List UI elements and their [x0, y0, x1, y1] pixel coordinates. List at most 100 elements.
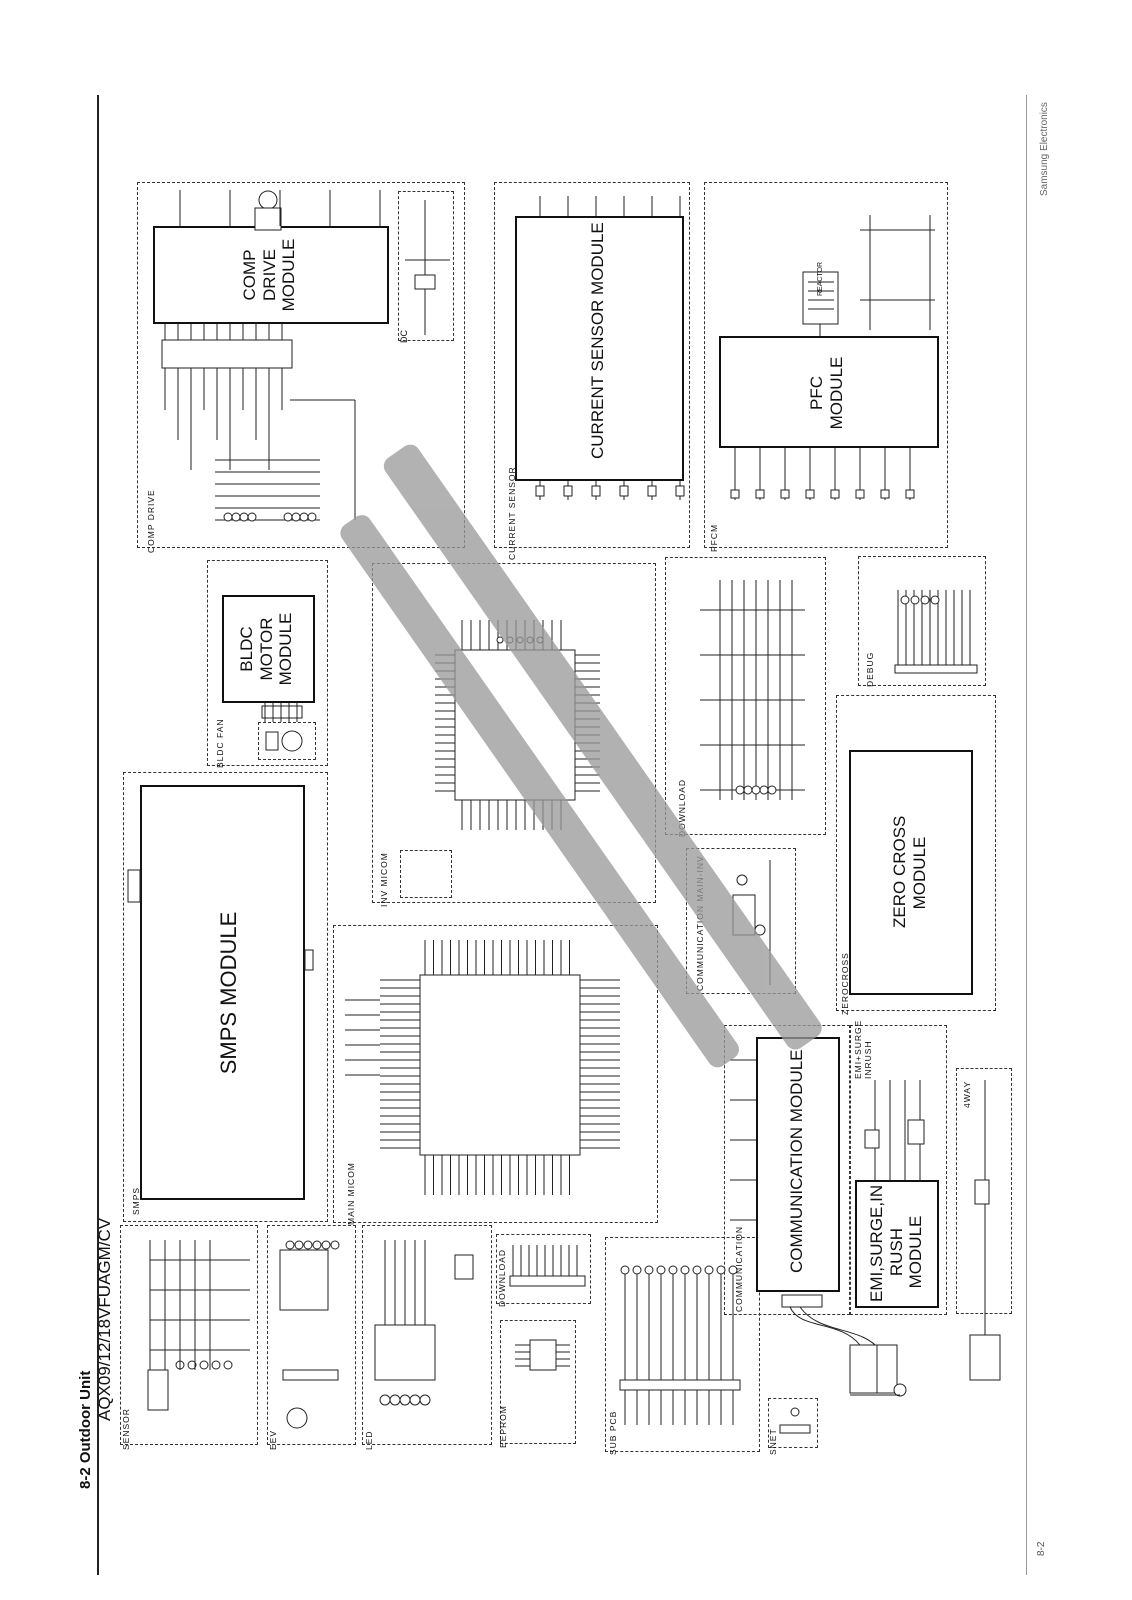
label-led: LED	[364, 1430, 374, 1450]
label-eeprom: EEPROM	[498, 1405, 508, 1448]
zone-sub-pcb	[605, 1237, 760, 1452]
comp-drive-line2: DRIVE	[259, 249, 279, 301]
schematic-circle-330	[294, 1240, 304, 1250]
schematic-circle-333	[321, 1240, 331, 1250]
emi-title: EMI,SURGE,IN RUSH MODULE	[867, 1184, 927, 1302]
schematic-rect-335	[374, 1324, 436, 1381]
label-communication: COMMUNICATION	[734, 1225, 744, 1312]
zone-sensor	[120, 1225, 258, 1445]
schematic-circle-33	[247, 512, 257, 522]
schematic-rect-58	[619, 485, 629, 497]
schematic-circle-319	[211, 1360, 221, 1370]
schematic-circle-346	[419, 1394, 431, 1406]
schematic-circle-377	[680, 1265, 690, 1275]
schematic-rect-308	[969, 1334, 1001, 1381]
schematic-rect-90	[905, 489, 915, 499]
schematic-circle-321	[223, 1360, 233, 1370]
label-emi-surge-line2: INRUSH	[863, 1040, 873, 1079]
schematic-circle-331	[303, 1240, 313, 1250]
schematic-circle-162	[516, 636, 524, 644]
schematic-rect-61	[647, 485, 657, 497]
schematic-circle-160	[496, 636, 504, 644]
communication-title: COMMUNICATION MODULE	[787, 1049, 806, 1273]
zone-led	[362, 1225, 492, 1445]
bldc-line2: MOTOR	[256, 617, 276, 681]
schematic-rect-197	[127, 869, 141, 903]
bldc-motor-module-box	[222, 595, 315, 703]
schematic-circle-196	[930, 595, 940, 605]
schematic-circle-338	[379, 1394, 391, 1406]
label-main-micom: MAIN MICOM	[346, 1162, 356, 1225]
label-download-bottom: DOWNLOAD	[497, 1248, 507, 1307]
schematic-circle-317	[199, 1360, 209, 1370]
schematic-rect-52	[563, 485, 573, 497]
zone-eeprom	[500, 1320, 576, 1444]
schematic-rect-82	[805, 489, 815, 499]
comp-drive-line3: MODULE	[279, 238, 299, 312]
schematic-rect-286	[732, 894, 756, 936]
dc-label: DC	[399, 330, 409, 343]
zone-bldc-conn	[258, 722, 316, 760]
zone-bldc-fan	[207, 560, 328, 766]
reactor-label: REACTOR	[817, 261, 824, 296]
left-rule	[97, 95, 99, 1575]
schematic-rect-347	[509, 1275, 586, 1287]
label-eev: EEV	[268, 1429, 278, 1450]
schematic-rect-88	[880, 489, 890, 499]
schematic-rect-386	[619, 1379, 741, 1391]
schematic-circle-383	[716, 1265, 726, 1275]
current-sensor-title: CURRENT SENSOR MODULE	[588, 222, 607, 459]
zero-cross-line2: MODULE	[909, 836, 929, 910]
schematic-circle-37	[258, 190, 278, 210]
schematic-circle-34	[307, 512, 317, 522]
schematic-rect-310	[974, 1179, 990, 1205]
schematic-rect-65	[802, 271, 839, 325]
schematic-rect-86	[855, 489, 865, 499]
schematic-rect-20	[161, 339, 293, 369]
schematic-rect-84	[830, 489, 840, 499]
schematic-circle-367	[620, 1265, 630, 1275]
schematic-circle-179	[751, 785, 761, 795]
zone-debug	[858, 556, 986, 686]
zone-snet	[768, 1398, 818, 1448]
schematic-rect-99	[454, 649, 576, 801]
comp-drive-module-box	[153, 226, 389, 324]
schematic-circle-29	[231, 512, 241, 522]
label-4way: 4WAY	[962, 1080, 972, 1108]
schematic-circle-371	[644, 1265, 654, 1275]
schematic-circle-375	[668, 1265, 678, 1275]
label-comp-drive: COMP DRIVE	[146, 489, 156, 553]
schematic-path-296	[789, 1306, 861, 1346]
label-debug: DEBUG	[865, 651, 875, 687]
schematic-rect-295	[781, 1294, 823, 1308]
schematic-rect-387	[779, 1424, 811, 1434]
schematic-rect-336	[454, 1254, 474, 1280]
pfc-line2: MODULE	[826, 356, 846, 430]
smps-module-box	[140, 785, 305, 1200]
zone-emi-surge	[850, 1025, 947, 1315]
schematic-circle-340	[389, 1394, 401, 1406]
schematic-circle-385	[728, 1265, 738, 1275]
schematic-rect-38	[254, 207, 282, 231]
zero-cross-line1: ZERO CROSS	[890, 815, 909, 928]
schematic-rect-198	[304, 949, 314, 971]
zone-zero-cross	[836, 695, 996, 1011]
schematic-rect-76	[730, 489, 740, 499]
right-rule	[1026, 95, 1027, 1575]
schematic-rect-306	[864, 1129, 880, 1149]
zone-smps	[123, 772, 328, 1222]
pfc-title: PFC MODULE	[807, 353, 849, 433]
schematic-circle-178	[743, 785, 753, 795]
schematic-circle-381	[704, 1265, 714, 1275]
schematic-circle-30	[291, 512, 301, 522]
schematic-circle-288	[754, 924, 766, 936]
zero-cross-title: ZERO CROSS MODULE	[890, 815, 932, 928]
schematic-circle-164	[536, 636, 544, 644]
emi-line1: EMI,SURGE,IN	[867, 1184, 886, 1302]
schematic-rect-182	[894, 664, 978, 674]
schematic-circle-97	[281, 730, 303, 752]
zone-eev	[267, 1225, 356, 1445]
emi-line3: MODULE	[906, 1215, 926, 1289]
schematic-circle-163	[526, 636, 534, 644]
schematic-rect-357	[529, 1339, 557, 1371]
